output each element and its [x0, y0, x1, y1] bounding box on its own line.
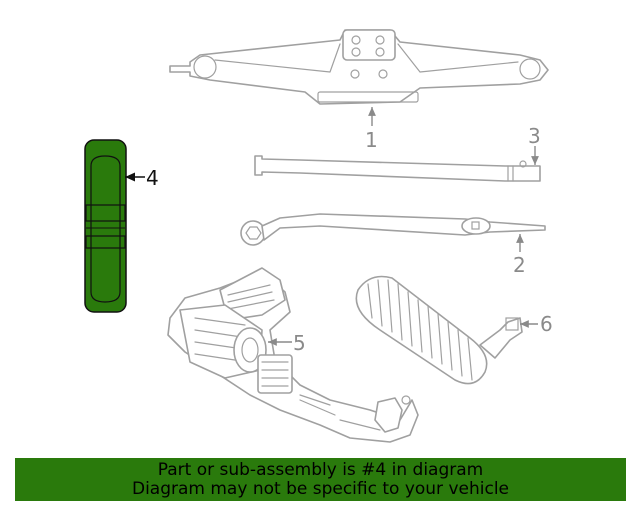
- callout-2: 2: [513, 253, 526, 277]
- callout-3: 3: [528, 124, 541, 148]
- air-hose[interactable]: [355, 275, 523, 385]
- tire-inflator-compressor[interactable]: [167, 267, 419, 443]
- highlighted-part-4[interactable]: [84, 139, 127, 313]
- scissor-jack[interactable]: [169, 29, 549, 105]
- callout-1: 1: [365, 128, 378, 152]
- lug-wrench-handle[interactable]: [240, 213, 546, 246]
- callout-6: 6: [540, 312, 553, 336]
- banner-line-2: Diagram may not be specific to your vehi…: [131, 479, 509, 499]
- jack-extension-bar[interactable]: [254, 155, 541, 182]
- footer-banner: Part or sub-assembly is #4 in diagram Di…: [15, 458, 626, 501]
- banner-line-1: Part or sub-assembly is #4 in diagram: [157, 460, 484, 480]
- callout-4: 4: [146, 166, 159, 190]
- callout-5: 5: [293, 331, 306, 355]
